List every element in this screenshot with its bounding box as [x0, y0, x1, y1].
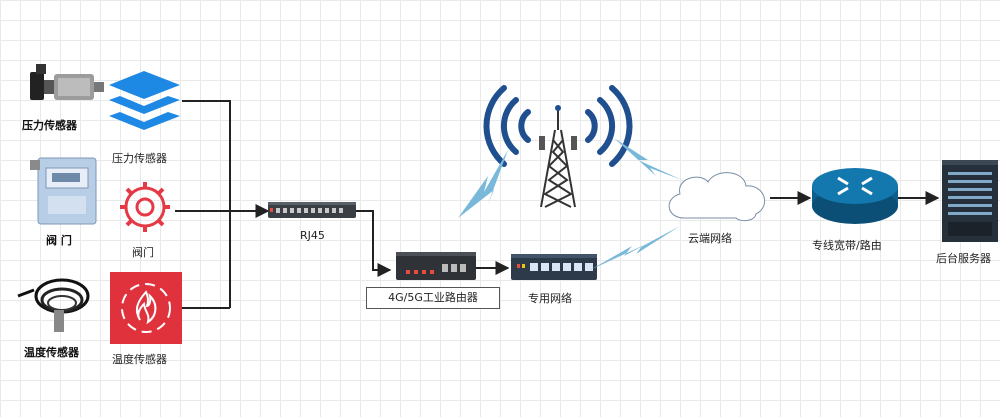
private-network-switch-icon	[511, 254, 597, 280]
pressure-icon-label: 压力传感器	[112, 152, 167, 165]
pressure-photo-label: 压力传感器	[22, 119, 77, 132]
broadband-label: 专线宽带/路由	[812, 239, 882, 252]
wireless-link-lightning	[458, 138, 682, 270]
cloud-icon	[668, 172, 766, 222]
pressure-sensor-photo	[30, 64, 104, 100]
rj45-switch-icon	[268, 202, 356, 218]
private-network-label: 专用网络	[528, 292, 572, 305]
server-label: 后台服务器	[936, 252, 991, 265]
line-switch-to-router	[356, 210, 392, 277]
cell-tower-icon	[483, 85, 633, 208]
temperature-photo-label: 温度传感器	[24, 346, 79, 359]
valve-photo-label: 阀 门	[46, 234, 72, 247]
valve-photo	[30, 157, 97, 225]
temperature-flame-icon	[110, 272, 182, 344]
rj45-label: RJ45	[300, 229, 325, 242]
temperature-icon-label: 温度传感器	[112, 353, 167, 366]
temperature-sensor-photo	[17, 278, 90, 332]
valve-icon-label: 阀门	[132, 246, 154, 259]
line-pressure-to-bus	[182, 100, 231, 308]
broadband-router-icon	[812, 168, 898, 224]
valve-gear-icon	[120, 182, 170, 232]
industrial-router-label: 4G/5G工业路由器	[366, 287, 500, 309]
industrial-router-icon	[396, 252, 476, 280]
connector-lines	[175, 100, 940, 309]
pressure-sensor-icon	[109, 71, 180, 130]
cloud-network-label: 云端网络	[688, 232, 732, 245]
server-icon	[942, 160, 998, 242]
